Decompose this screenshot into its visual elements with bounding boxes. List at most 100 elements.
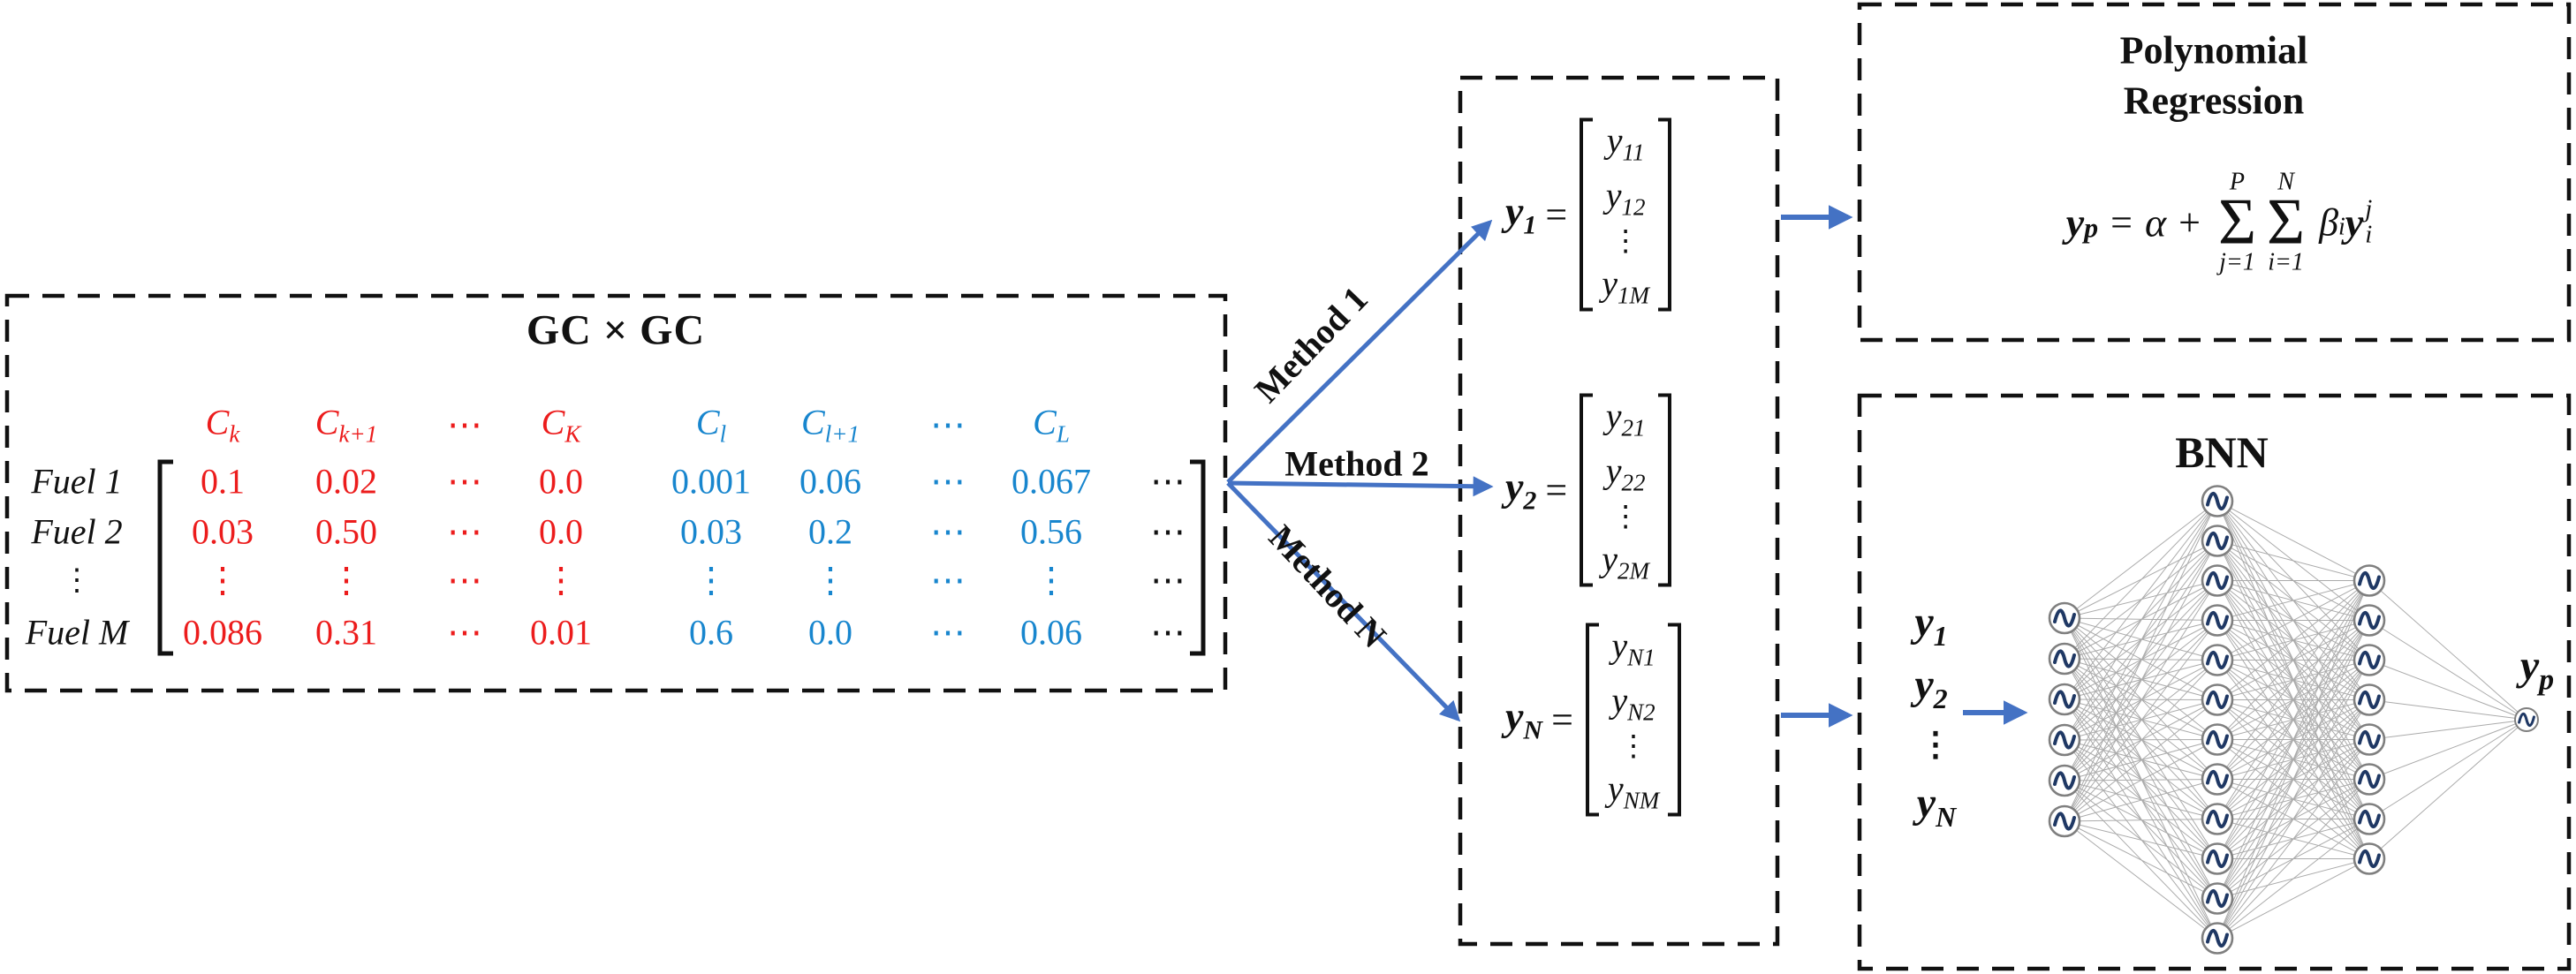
matrix-col-header: Cl [695, 402, 727, 448]
neuron-node [2201, 525, 2234, 557]
sine-squiggle-icon [2206, 651, 2229, 669]
bnn-connection [2216, 858, 2370, 939]
vector-entry: yN1 [1611, 625, 1655, 671]
neuron-node [2048, 683, 2081, 716]
sine-squiggle-icon [2206, 532, 2229, 550]
bnn-connection [2368, 719, 2527, 740]
vector-entry: y21 [1605, 396, 1646, 442]
gc-matrix-box [4, 293, 1228, 693]
neuron-node [2352, 644, 2386, 676]
sine-squiggle-icon [2053, 771, 2076, 790]
neuron-node [2201, 803, 2234, 835]
bnn-connection [2064, 820, 2218, 939]
bnn-connection [2064, 501, 2218, 700]
matrix-cell: 0.1 [201, 461, 245, 502]
neuron-node [2201, 683, 2234, 716]
matrix-cell: ⋯ [447, 560, 482, 600]
sine-squiggle-icon [2206, 492, 2229, 510]
matrix-cell: 0.0 [539, 511, 583, 552]
bnn-connection [2368, 719, 2527, 780]
bnn-connection [2216, 580, 2370, 700]
formula-plus: + [2178, 200, 2201, 245]
formula-outer-sum: P Σ j=1 [2217, 168, 2257, 276]
formula-y-term: y j i [2345, 194, 2373, 249]
matrix-row-label: Fuel M [25, 612, 129, 653]
sine-squiggle-icon [2358, 849, 2381, 868]
neuron-node [2201, 644, 2234, 676]
neuron-node [2201, 842, 2234, 875]
bnn-connection [2064, 819, 2218, 822]
matrix-cell: ⋯ [930, 461, 966, 502]
neuron-node [2201, 882, 2234, 915]
matrix-col-header: ⋯ [447, 404, 482, 445]
bnn-connection [2064, 739, 2218, 822]
matrix-open-bracket [157, 459, 173, 656]
neuron-node [2201, 564, 2234, 597]
matrix-cell: 0.086 [183, 612, 262, 653]
method-1-arrow [1226, 219, 1493, 484]
bnn-connection [2064, 501, 2218, 822]
bnn-connection [2064, 620, 2218, 822]
method-n-arrow [1226, 481, 1461, 722]
bnn-connection [2064, 501, 2218, 781]
bnn-connection [2064, 699, 2218, 822]
bnn-connection [2216, 699, 2370, 939]
neuron-node [2048, 804, 2081, 838]
matrix-col-header: CL [1033, 402, 1070, 448]
matrix-col-header: CK [541, 402, 581, 448]
bnn-title: BNN [2175, 427, 2269, 477]
vector-equals: = [1545, 468, 1568, 512]
matrix-cell: ⋯ [930, 560, 966, 600]
bnn-connection [2064, 501, 2218, 741]
sine-squiggle-icon [2206, 770, 2229, 789]
matrix-row-label: Fuel 1 [31, 461, 123, 502]
polynomial-regression-box [1857, 2, 2572, 343]
sine-squiggle-icon [2358, 691, 2381, 709]
bracket-left-icon [1580, 393, 1594, 587]
bnn-connection [2368, 580, 2527, 721]
formula-beta: β [2319, 200, 2339, 245]
bnn-connection [2216, 580, 2370, 899]
bnn-connection [2064, 540, 2218, 822]
matrix-cell: ⋯ [930, 511, 966, 552]
bnn-connection [2216, 580, 2370, 939]
vector-label: y2 [1505, 464, 1537, 517]
bnn-connection [2368, 620, 2527, 721]
formula-alpha: α [2144, 200, 2167, 245]
matrix-cell: ⋮ [329, 560, 364, 600]
vector-entry: y11 [1606, 120, 1645, 166]
bnn-connection [2216, 660, 2370, 939]
sine-squiggle-icon [2053, 730, 2076, 750]
method-2-label: Method 2 [1284, 443, 1429, 484]
matrix-cell: ⋯ [447, 461, 482, 502]
bnn-connection [2216, 540, 2370, 581]
bnn-input-label: yN [1916, 780, 1957, 833]
neuron-node [2201, 485, 2234, 517]
sine-squiggle-icon [2206, 849, 2229, 868]
bnn-connection [2216, 580, 2370, 859]
method-vectors-box [1458, 75, 1780, 947]
matrix-cell: ⋯ [1150, 560, 1186, 600]
bnn-connection [2216, 739, 2370, 939]
matrix-col-header: Cl+1 [801, 402, 860, 448]
matrix-cell: ⋯ [1150, 612, 1186, 653]
sine-squiggle-icon [2358, 770, 2381, 789]
bnn-connection [2216, 620, 2370, 939]
sine-squiggle-icon [2358, 611, 2381, 630]
bracket-left-icon [1580, 117, 1594, 312]
sigma-icon: Σ [2267, 185, 2306, 259]
matrix-cell: 0.001 [671, 461, 751, 502]
neuron-node [2048, 642, 2081, 676]
polynomial-title-line2: Regression [2123, 79, 2305, 123]
bnn-connection [2368, 660, 2527, 721]
neuron-node [2048, 601, 2081, 635]
vector-label: yN [1505, 693, 1543, 746]
vector-equals: = [1551, 698, 1573, 742]
bnn-connection [2064, 820, 2218, 899]
bnn-connection [2064, 660, 2218, 822]
